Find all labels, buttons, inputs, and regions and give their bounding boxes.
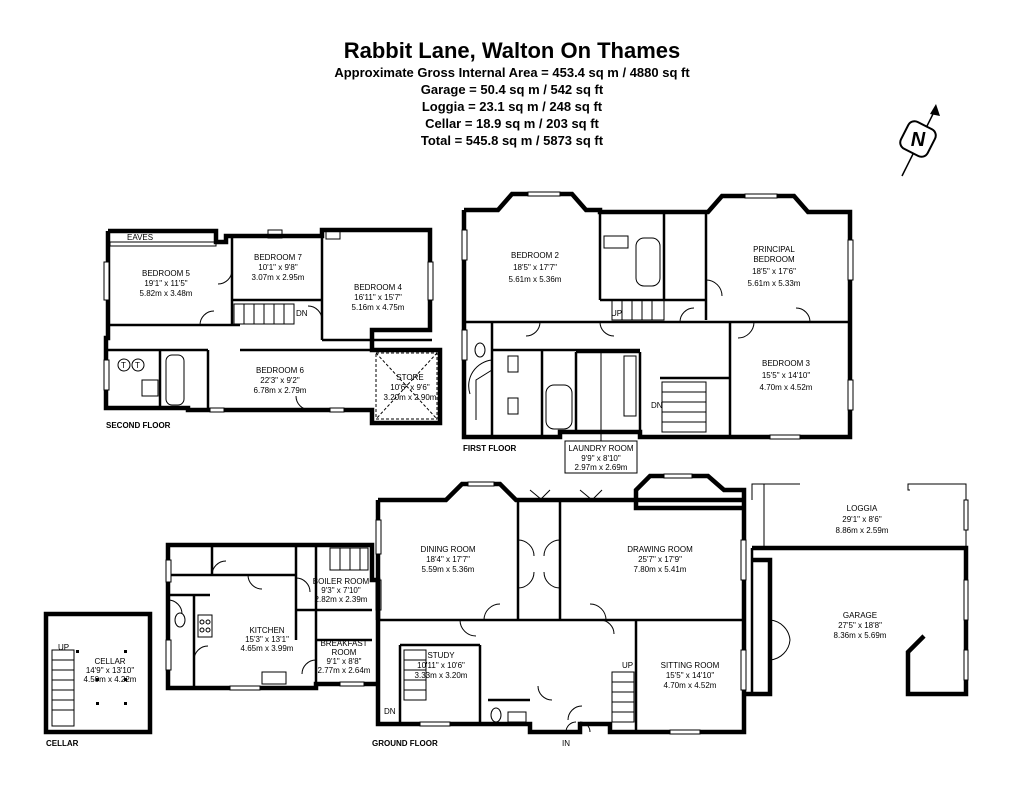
bedroom7-imperial: 10'1" x 9'8" <box>258 263 298 272</box>
ground-floor-plan: DINING ROOM 18'4" x 17'7" 5.59m x 5.36m … <box>372 473 747 748</box>
principal-imperial: 18'5" x 17'6" <box>752 267 796 276</box>
bedroom4-imperial: 16'11" x 15'7" <box>354 293 402 302</box>
bedroom2-metric: 5.61m x 5.36m <box>509 275 562 284</box>
second-floor-dn: DN <box>296 309 308 318</box>
drawing-imperial: 25'7" x 17'9" <box>638 555 682 564</box>
entrance-label: IN <box>562 739 570 748</box>
compass-letter: N <box>911 129 926 151</box>
drawing-metric: 7.80m x 5.41m <box>634 565 687 574</box>
breakfast-metric: 2.77m x 2.64m <box>318 666 371 675</box>
breakfast-name-2: ROOM <box>332 648 357 657</box>
store-metric: 3.20m x 2.90m <box>384 393 437 402</box>
bedroom2-imperial: 18'5" x 17'7" <box>513 263 557 272</box>
bedroom5-metric: 5.82m x 3.48m <box>140 289 193 298</box>
dining-imperial: 18'4" x 17'7" <box>426 555 470 564</box>
bedroom3-imperial: 15'5" x 14'10" <box>762 371 810 380</box>
ground-floor-label: GROUND FLOOR <box>372 739 438 748</box>
compass-icon: N <box>899 104 940 177</box>
second-floor-label: SECOND FLOOR <box>106 421 171 430</box>
bedroom4-name: BEDROOM 4 <box>354 283 403 292</box>
principal-name-1: PRINCIPAL <box>753 245 795 254</box>
study-imperial: 10'11" x 10'6" <box>417 661 465 670</box>
loggia-metric: 8.86m x 2.59m <box>836 526 889 535</box>
bedroom2-name: BEDROOM 2 <box>511 251 560 260</box>
cellar-up: UP <box>58 643 69 652</box>
kitchen-wing-plan: BOILER ROOM 9'3" x 7'10" 2.82m x 2.39m K… <box>165 542 381 691</box>
first-floor-up: UP <box>611 309 622 318</box>
laundry-name: LAUNDRY ROOM <box>568 444 633 453</box>
bedroom3-name: BEDROOM 3 <box>762 359 811 368</box>
study-metric: 3.33m x 3.20m <box>415 671 468 680</box>
first-floor-label: FIRST FLOOR <box>463 444 517 453</box>
kitchen-name: KITCHEN <box>249 626 284 635</box>
area-line-loggia: Loggia = 23.1 sq m / 248 sq ft <box>421 99 603 114</box>
bedroom5-imperial: 19'1" x 11'5" <box>144 279 187 288</box>
laundry-imperial: 9'9" x 8'10" <box>581 454 621 463</box>
area-line-garage: Garage = 50.4 sq m / 542 sq ft <box>420 82 604 97</box>
boiler-metric: 2.82m x 2.39m <box>315 595 368 604</box>
kitchen-imperial: 15'3" x 13'1" <box>245 635 289 644</box>
cellar-label: CELLAR <box>46 739 79 748</box>
sitting-metric: 4.70m x 4.52m <box>664 681 717 690</box>
boiler-name: BOILER ROOM <box>313 577 370 586</box>
garage-name: GARAGE <box>843 611 877 620</box>
cellar-imperial: 14'9" x 13'10" <box>86 666 134 675</box>
sitting-name: SITTING ROOM <box>661 661 720 670</box>
cellar-plan: UP CELLAR 14'9" x 13'10" 4.50m x 4.22m C… <box>43 611 153 748</box>
loggia-imperial: 29'1" x 8'6" <box>842 515 882 524</box>
kitchen-metric: 4.65m x 3.99m <box>241 644 294 653</box>
bedroom6-imperial: 22'3" x 9'2" <box>260 376 300 385</box>
area-line-gross: Approximate Gross Internal Area = 453.4 … <box>334 65 690 80</box>
first-floor-plan: BEDROOM 2 18'5" x 17'7" 5.61m x 5.36m PR… <box>461 191 854 474</box>
tank-label-2: T <box>135 361 140 370</box>
breakfast-imperial: 9'1" x 8'8" <box>327 657 362 666</box>
bedroom7-metric: 3.07m x 2.95m <box>252 273 305 282</box>
ground-floor-dn: DN <box>384 707 396 716</box>
bedroom6-metric: 6.78m x 2.79m <box>254 386 307 395</box>
bedroom5-name: BEDROOM 5 <box>142 269 191 278</box>
cellar-name: CELLAR <box>94 657 125 666</box>
plan-title: Rabbit Lane, Walton On Thames <box>343 38 681 63</box>
principal-name-2: BEDROOM <box>753 255 795 264</box>
bedroom6-name: BEDROOM 6 <box>256 366 305 375</box>
area-line-total: Total = 545.8 sq m / 5873 sq ft <box>420 133 604 148</box>
second-floor-plan: EAVES BEDROOM 5 19'1" x 11'5" 5.82m x 3.… <box>103 227 443 430</box>
drawing-name: DRAWING ROOM <box>627 545 693 554</box>
ground-floor-up: UP <box>622 661 633 670</box>
bedroom4-metric: 5.16m x 4.75m <box>352 303 405 312</box>
garage-metric: 8.36m x 5.69m <box>834 631 887 640</box>
bedroom3-metric: 4.70m x 4.52m <box>760 383 813 392</box>
garage-imperial: 27'5" x 18'8" <box>838 621 882 630</box>
header: Rabbit Lane, Walton On Thames Approximat… <box>0 38 1024 149</box>
store-imperial: 10'6" x 9'6" <box>390 383 430 392</box>
tank-label-1: T <box>121 361 126 370</box>
loggia-name: LOGGIA <box>847 504 878 513</box>
boiler-imperial: 9'3" x 7'10" <box>321 586 361 595</box>
sitting-imperial: 15'5" x 14'10" <box>666 671 714 680</box>
eaves-label: EAVES <box>127 233 153 242</box>
laundry-metric: 2.97m x 2.69m <box>575 463 628 472</box>
dining-name: DINING ROOM <box>420 545 475 554</box>
loggia-garage-plan: LOGGIA 29'1" x 8'6" 8.86m x 2.59m GARAGE… <box>744 483 969 697</box>
area-line-cellar: Cellar = 18.9 sq m / 203 sq ft <box>425 116 599 131</box>
dining-metric: 5.59m x 5.36m <box>422 565 475 574</box>
principal-metric: 5.61m x 5.33m <box>748 279 801 288</box>
cellar-metric: 4.50m x 4.22m <box>84 675 137 684</box>
store-name: STORE <box>396 373 423 382</box>
breakfast-name-1: BREAKFAST <box>320 639 367 648</box>
study-name: STUDY <box>427 651 455 660</box>
bedroom7-name: BEDROOM 7 <box>254 253 303 262</box>
first-floor-dn: DN <box>651 401 663 410</box>
